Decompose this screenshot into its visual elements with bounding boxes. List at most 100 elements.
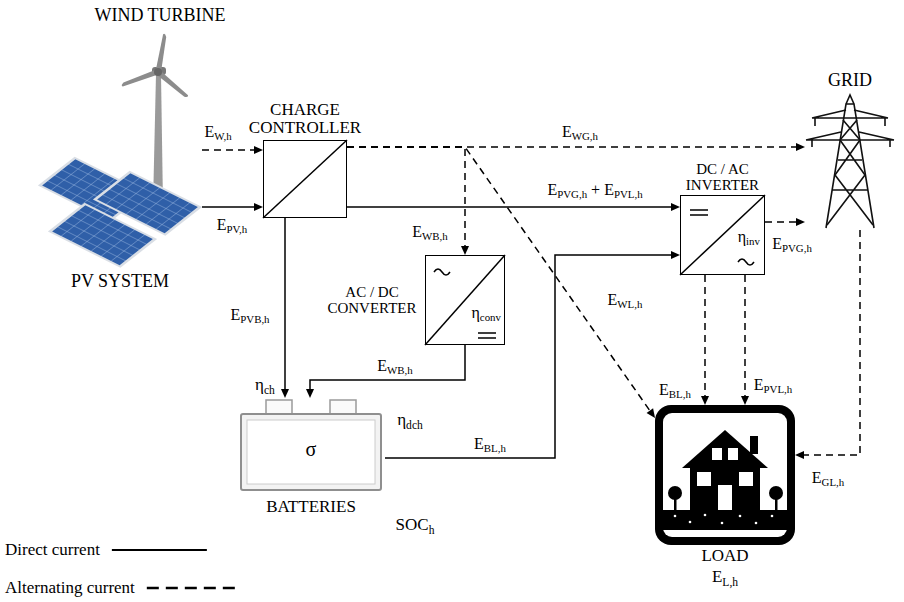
inverter-diagonal [680,195,765,275]
dc-symbol [478,333,496,338]
part-label: DC / AC INVERTER [673,161,773,193]
part-label: AC / DC CONVERTER [322,284,422,316]
arrow-head [741,396,749,405]
part-label: PV SYSTEM [71,272,169,292]
arrow-head [796,218,805,226]
subscript: ch [264,384,275,397]
ac-line [804,230,860,455]
battery-bank: σBATTERIES [237,398,385,492]
turbine-blade [156,33,168,72]
connector [347,143,805,151]
ac-line [202,149,254,151]
pylon-insulators [812,118,890,147]
ac-line [347,146,796,148]
pv-panels-drawing [40,158,200,267]
house-door [718,485,732,510]
part-label: CHARGE CONTROLLER [240,101,370,138]
tree-crown [668,486,682,500]
battery-drawing [241,400,381,490]
subscript: WG,h [572,130,598,142]
legend-text: Alternating current [5,578,135,598]
tree-trunk [674,498,677,511]
connector [701,275,709,405]
turbine-blade [121,69,159,87]
pylon-arms [806,110,894,140]
dc-line [347,206,671,208]
converter-symbols [263,140,765,345]
subscript: BL,h [484,442,506,454]
icon-frame [655,405,795,545]
efficiency-symbol: ηdch [395,411,425,429]
dc-symbol [690,210,708,215]
ground-dot [771,515,774,518]
icon-ground [663,413,787,537]
controller-diagonal [263,140,347,218]
house-icon [655,405,795,545]
state-of-charge: SOCh [394,516,437,534]
house-body [690,465,760,510]
ground-dot [755,522,758,525]
flow-label: EPVL,h [752,376,794,394]
battery-terminal [330,400,356,415]
subscript: WB,h [422,230,448,242]
legend-sample [147,587,235,590]
ac-symbol [434,269,450,275]
pylon-legs [826,95,874,228]
flow-label: EWG,h [560,123,600,141]
subscript: PVL,h [614,188,643,200]
ground-dot [704,514,707,517]
arrow-head [306,389,314,398]
legend-sample [112,549,207,551]
grid-pylon: GRID [805,95,895,230]
ac-line [704,275,706,396]
subscript: BL,h [669,388,691,400]
connector [281,218,289,398]
house-roof [682,430,768,468]
turbine-hub [154,68,162,76]
charge-controller: CHARGE CONTROLLER [263,140,347,218]
arrow-head [647,408,655,418]
ac-symbol [738,259,754,265]
dc-line [310,345,465,389]
ground-dot [721,522,724,525]
pylon-lattice [827,120,873,225]
ac-line [765,221,796,223]
dc-line [385,255,671,458]
ground-dot [674,515,677,518]
subscript: GL,h [822,476,845,488]
subscript: W,h [214,130,231,142]
battery-body [241,414,381,490]
flow-label: EWB,h [375,357,414,375]
energy-symbol: EL,h [712,568,738,587]
inverter-box: DC / AC INVERTERηinv [680,195,765,275]
subscript: WL,h [617,298,642,310]
house-window [697,472,711,486]
efficiency-symbol: ηinv [738,228,760,246]
flow-label: EPVG,h [770,235,814,253]
arrow-head [796,143,805,151]
flow-label: EPVB,h [228,306,271,324]
pv-system: PV SYSTEM [38,158,202,266]
arrow-head [795,451,804,459]
house-window [712,448,722,460]
subscript: h [429,524,435,537]
connector [765,218,805,226]
arrow-head [461,246,469,255]
efficiency-symbol: ηch [253,376,277,394]
flow-label: EW,h [202,123,233,141]
wind-turbine: WIND TURBINE [118,30,202,155]
part-label: LOAD [701,547,748,566]
dc-line [284,218,286,389]
connector [347,147,655,418]
connector [202,146,263,154]
ac-line [347,147,465,246]
part-label: GRID [828,71,872,91]
legend-text: Direct current [5,540,100,560]
flow-label: EBL,h [657,381,693,399]
subscript: PVL,h [764,383,793,395]
arrow-head [671,203,680,211]
arrow-head [281,389,289,398]
ac-line [744,275,746,396]
subscript: dch [406,419,423,432]
